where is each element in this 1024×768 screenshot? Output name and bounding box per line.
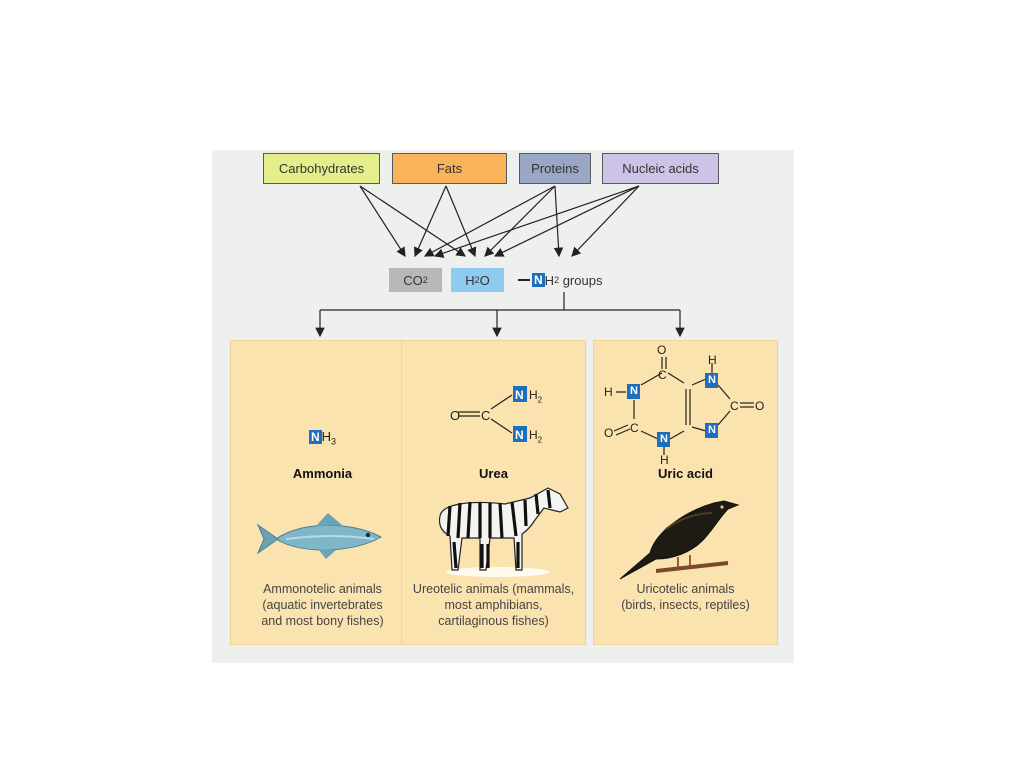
urea-name: Urea [479, 466, 508, 481]
fats-label: Fats [436, 161, 463, 176]
carbohydrates-label: Carbohydrates [278, 161, 365, 176]
urea-h-top-sub: 2 [537, 395, 543, 405]
nh2-h: H [544, 272, 555, 288]
uric-n-1: N [630, 385, 638, 397]
nh2-sub: 2 [554, 275, 560, 285]
urea-description: Ureotelic animals (mammals, most amphibi… [412, 582, 575, 628]
ammonia-n-box: N [308, 430, 322, 444]
uric-acid-description: Uricotelic animals (birds, insects, rept… [621, 582, 750, 612]
uric-c-top: C [658, 368, 667, 382]
bird-illustration [619, 500, 740, 580]
uric-n-3: N [660, 433, 668, 445]
uric-h-bottom: H [660, 453, 669, 467]
uric-c-right: C [730, 399, 739, 413]
excretion-diagram: Carbohydrates Fats Proteins Nucleic acid… [212, 150, 794, 663]
urea-h-bottom-sub: 2 [537, 435, 543, 445]
ammonia-description: Ammonotelic animals (aquatic invertebrat… [261, 582, 384, 628]
uric-c-left: C [630, 421, 639, 435]
bond-dash [518, 279, 530, 281]
proteins-label: Proteins [531, 161, 579, 176]
fats-box: Fats [392, 153, 507, 184]
uric-h-top: H [708, 353, 717, 367]
h2o-h: H [465, 272, 475, 288]
connector-arrows [315, 185, 685, 338]
nitrogen-n-box: N [532, 273, 545, 287]
urea-h-bottom: H2 [529, 428, 542, 444]
nucleic-acids-box: Nucleic acids [602, 153, 719, 184]
urea-c: C [481, 408, 491, 423]
urea-n-bottom: N [515, 428, 524, 442]
h2o-o: O [479, 272, 490, 288]
ammonia-name: Ammonia [292, 466, 353, 481]
nh2-groups-label: groups [559, 272, 603, 288]
ammonia-h: H [321, 429, 332, 444]
urea-panel: O C N H2 N H2 Urea Ureotelic animals (ma… [401, 340, 586, 645]
co2-main: CO [403, 272, 423, 288]
urea-h-bottom-h: H [529, 428, 538, 442]
h2o-sub: 2 [474, 275, 480, 285]
uric-acid-structure [613, 357, 754, 455]
urea-n-top: N [515, 388, 524, 402]
co2-sub: 2 [422, 275, 428, 285]
urea-h-top-h: H [529, 388, 538, 402]
urea-h-top: H2 [529, 388, 542, 404]
uric-o-right: O [755, 399, 765, 413]
ammonia-sub: 3 [331, 436, 337, 447]
carbohydrates-box: Carbohydrates [263, 153, 380, 184]
uric-o-top: O [657, 343, 667, 357]
nucleic-acids-label: Nucleic acids [622, 161, 699, 176]
uric-acid-name: Uric acid [658, 466, 713, 481]
uric-h-left: H [604, 385, 613, 399]
uric-n-2: N [708, 374, 716, 386]
uric-acid-panel: O O O C C C H H H N N N N Uric acid Uric… [593, 340, 778, 645]
uric-o-left: O [604, 426, 614, 440]
fish-illustration [256, 513, 383, 559]
proteins-box: Proteins [519, 153, 591, 184]
uric-n-4: N [708, 424, 716, 436]
urea-o: O [450, 408, 461, 423]
urea-structure [458, 386, 527, 442]
zebra-illustration [438, 487, 569, 577]
